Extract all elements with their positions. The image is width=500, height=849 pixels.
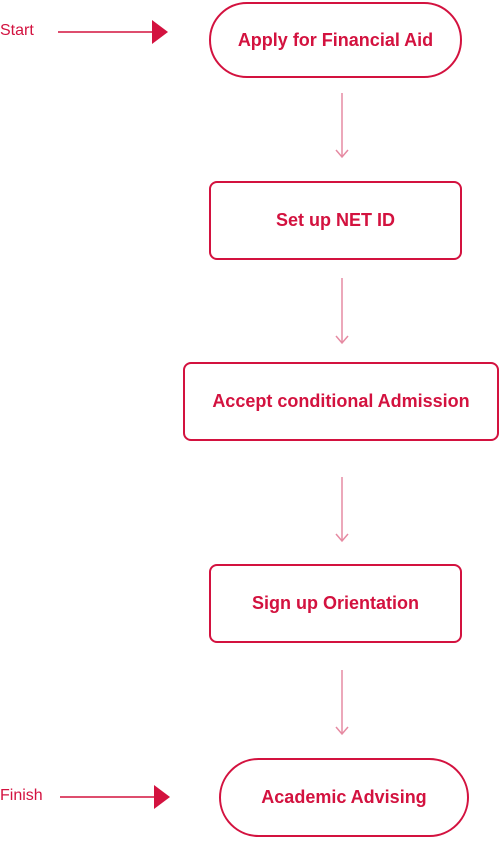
step-label: Set up NET ID [275, 210, 395, 230]
connector-1-2 [335, 93, 349, 159]
connector-2-3 [335, 278, 349, 345]
start-label: Start [0, 22, 34, 39]
step-sign-up-orientation: Sign up Orientation [209, 564, 462, 643]
connector-3-4 [335, 477, 349, 543]
step-set-up-net-id: Set up NET ID [209, 181, 462, 260]
finish-arrow [60, 785, 170, 809]
finish-label: Finish [0, 787, 43, 804]
connector-4-5 [335, 670, 349, 736]
step-label: Academic Advising [261, 787, 427, 807]
step-accept-conditional-admission: Accept conditional Admission [183, 362, 499, 441]
step-label: Apply for Financial Aid [237, 29, 434, 50]
step-label: Accept conditional Admission [212, 391, 470, 411]
step-apply-financial-aid: Apply for Financial Aid [209, 2, 462, 78]
step-academic-advising: Academic Advising [219, 758, 469, 837]
step-label: Sign up Orientation [252, 593, 419, 613]
start-arrow [58, 20, 168, 44]
